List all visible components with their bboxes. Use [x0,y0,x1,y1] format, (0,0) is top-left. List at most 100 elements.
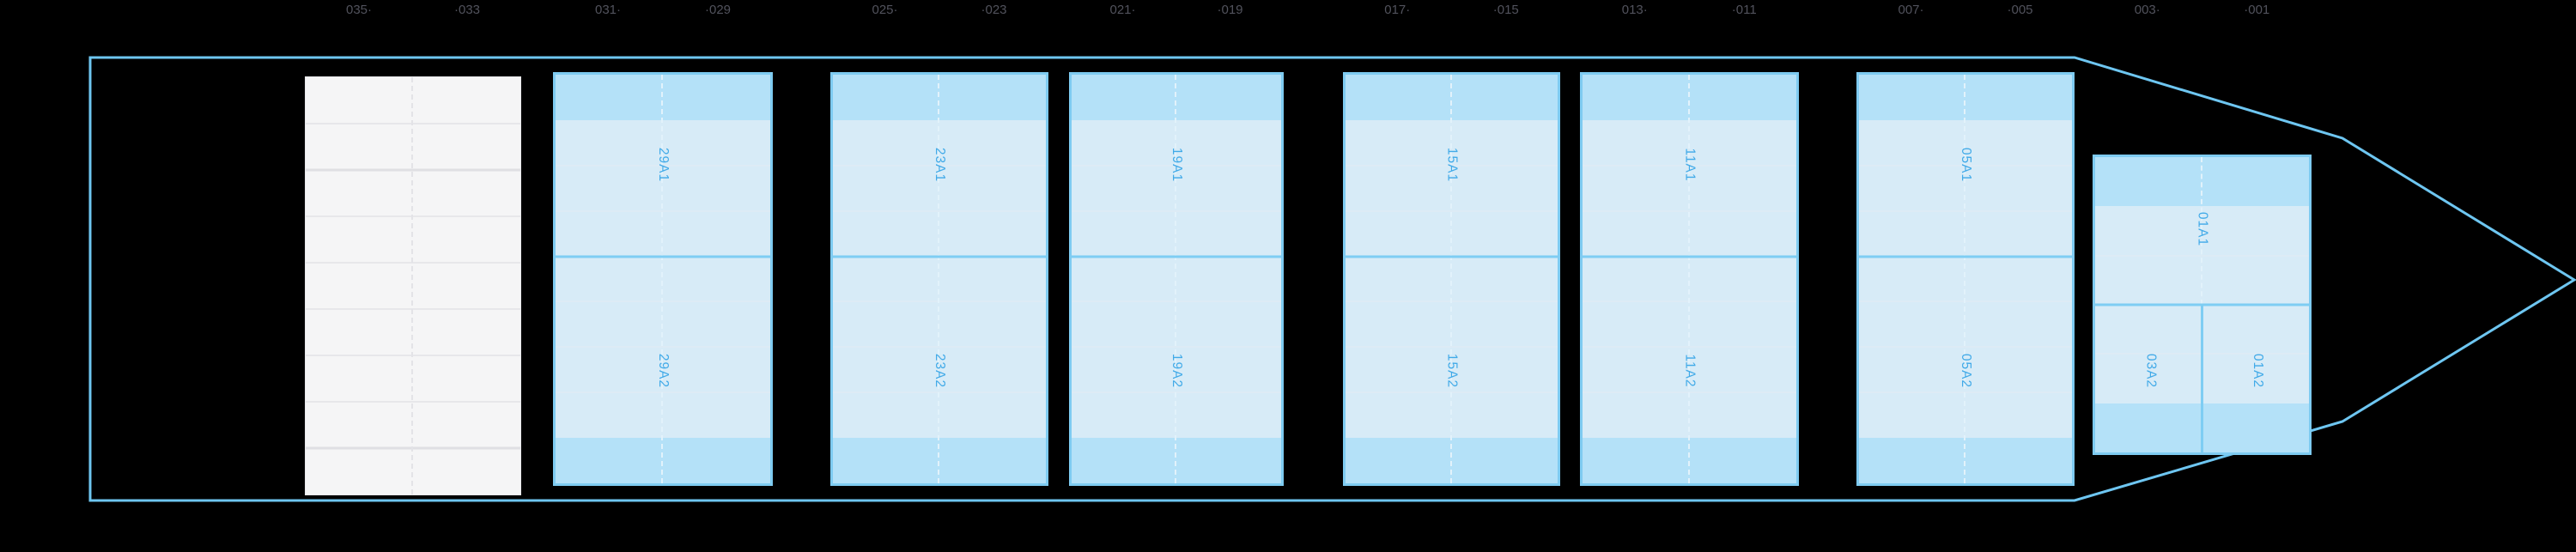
bay-top-band [2095,157,2309,207]
axis-tick-label: 013· [1621,3,1648,17]
bay-label-05A1[interactable]: 05A1 [1959,147,1973,182]
axis-tick-label: 025· [872,3,898,17]
bay-label-23A1[interactable]: 23A1 [933,147,947,182]
bay-top-band [1072,75,1281,120]
bow-bay-block[interactable]: 01A1 03A2 01A2 [2093,155,2312,455]
bay-top-band [833,75,1046,120]
bay-label-01A1[interactable]: 01A1 [2195,212,2210,247]
bay-row-divider [2095,254,2309,257]
bay-block-15[interactable]: 15A1 15A2 [1343,72,1560,486]
axis-tick-label: 017· [1384,3,1411,17]
bay-label-29A2[interactable]: 29A2 [656,353,671,389]
bay-label-29A1[interactable]: 29A1 [656,147,671,182]
axis-tick-label: ·023 [981,3,1007,17]
hold-row-divider [306,401,520,403]
axis-tick-label: 031· [594,3,622,17]
axis-tick-group-017-015: 017· ·015 [1343,0,1560,24]
hull-outline-path [88,56,2576,502]
bay-row-divider [1859,300,2072,303]
bay-center-dashline [2200,157,2202,305]
bay-center-dashline [1964,75,1965,483]
bay-label-15A1[interactable]: 15A1 [1444,147,1460,182]
bay-block-19[interactable]: 19A1 19A2 [1069,72,1284,486]
bay-label-19A1[interactable]: 19A1 [1170,147,1184,182]
bay-bottom-band [1583,438,1796,483]
bay-label-19A2[interactable]: 19A2 [1170,353,1184,389]
bay-bottom-band [556,438,770,483]
hold-center-dashline [411,77,413,494]
bay-label-23A2[interactable]: 23A2 [933,353,947,389]
bay-bottom-band [1072,438,1281,483]
bay-half-divider [1583,255,1796,258]
bay-row-divider [1583,391,1796,394]
axis-tick-group-003-001: 003· ·001 [2093,0,2312,24]
bay-row-divider [556,164,770,167]
axis-tick-label: ·033 [453,3,481,17]
bay-row-divider [1346,209,1558,212]
bay-bottom-band [1346,438,1558,483]
bay-row-divider [1583,164,1796,167]
bay-half-divider [1346,255,1558,258]
bay-block-11[interactable]: 11A1 11A2 [1580,72,1799,486]
bay-half-divider [556,255,770,258]
empty-hold-block[interactable] [305,76,521,495]
bay-label-05A2[interactable]: 05A2 [1959,353,1973,389]
axis-tick-label: ·005 [2007,3,2033,17]
bay-block-05[interactable]: 05A1 05A2 [1856,72,2075,486]
axis-tick-group-035-033: 035· ·033 [305,0,521,24]
axis-tick-label: ·019 [1217,3,1243,17]
bay-row-divider [556,209,770,212]
hold-row-divider [306,215,520,217]
bay-row-divider [1072,209,1281,212]
bay-center-dashline [661,75,663,483]
bay-center-dashline [1175,75,1176,483]
axis-tick-group-021-019: 021· ·019 [1069,0,1284,24]
axis-tick-label: 035· [345,3,373,17]
bay-row-divider [1583,209,1796,212]
bay-row-divider [556,300,770,303]
bay-row-divider [1859,346,2072,349]
axis-tick-group-025-023: 025· ·023 [830,0,1048,24]
bay-row-divider [1346,346,1558,349]
bow-section-divider [2201,305,2203,452]
bay-top-band [1583,75,1796,120]
bay-row-divider [1072,391,1281,394]
bay-half-divider [1859,255,2072,258]
bay-row-divider [1072,164,1281,167]
axis-tick-group-031-029: 031· ·029 [553,0,773,24]
bay-label-11A2[interactable]: 11A2 [1682,354,1698,388]
hold-row-divider-strong [306,446,520,450]
axis-tick-label: ·029 [704,3,732,17]
bay-bottom-band [833,438,1046,483]
bay-row-divider [833,209,1046,212]
bay-center-dashline [1449,75,1452,483]
hold-row-divider [306,122,520,124]
bay-top-band [1346,75,1558,120]
bay-row-divider [1072,300,1281,303]
bay-label-11A1[interactable]: 11A1 [1682,148,1698,182]
hold-row-divider [306,261,520,264]
axis-tick-label: 021· [1109,3,1136,17]
bay-row-divider [833,164,1046,167]
bay-center-dashline [1687,75,1690,483]
bay-label-03A2[interactable]: 03A2 [2143,354,2159,389]
bay-row-divider [833,391,1046,394]
bay-label-15A2[interactable]: 15A2 [1444,353,1460,389]
hold-row-divider [306,308,520,311]
bay-block-23[interactable]: 23A1 23A2 [830,72,1048,486]
axis-tick-group-007-005: 007· ·005 [1856,0,2075,24]
bay-label-01A2[interactable]: 01A2 [2251,354,2266,389]
bay-half-divider [1072,255,1281,258]
bay-row-divider [833,300,1046,303]
bay-block-29[interactable]: 29A1 29A2 [553,72,773,486]
bay-row-divider [1583,346,1796,349]
bay-row-divider [556,391,770,394]
axis-tick-label: 003· [2134,3,2160,17]
bay-top-band [556,75,770,120]
bay-half-divider [833,255,1046,258]
axis-tick-label: 007· [1898,3,1924,17]
hold-row-divider [306,355,520,357]
bay-row-divider [833,346,1046,349]
